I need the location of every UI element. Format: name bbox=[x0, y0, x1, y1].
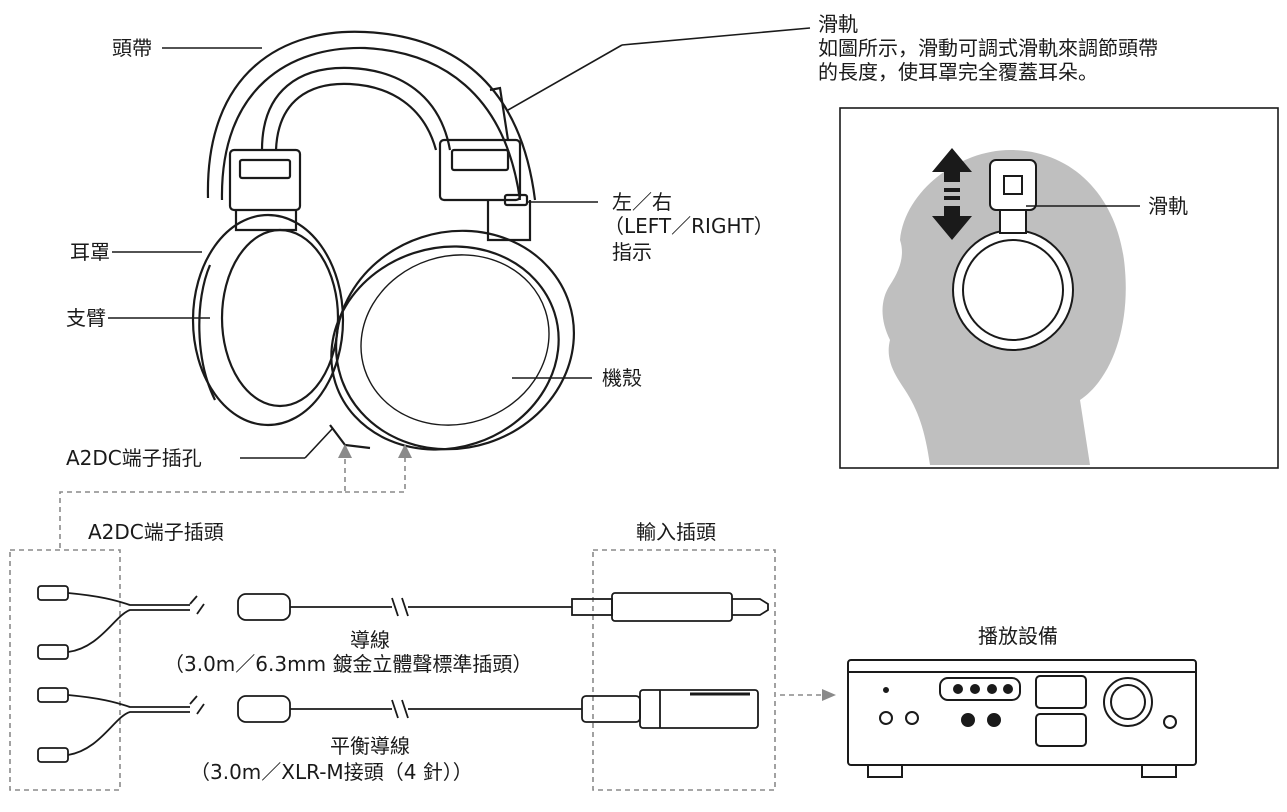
cable-standard bbox=[37, 585, 769, 660]
label-slider-title: 滑軌 bbox=[818, 12, 858, 36]
label-lr-line3: 指示 bbox=[612, 240, 652, 264]
label-cable-balanced-spec: （3.0m／XLR-M接頭（4 針）） bbox=[190, 760, 473, 784]
headphones-illustration bbox=[191, 30, 576, 451]
label-housing: 機殼 bbox=[602, 366, 642, 390]
label-cable-standard: 導線 bbox=[350, 628, 390, 652]
playback-device bbox=[847, 659, 1197, 778]
leader-lines bbox=[108, 27, 811, 459]
label-slider-inset: 滑軌 bbox=[1148, 194, 1188, 218]
label-lr-line2: （LEFT／RIGHT） bbox=[604, 214, 774, 238]
cable-balanced bbox=[37, 687, 759, 763]
label-headband: 頭帶 bbox=[112, 36, 152, 60]
label-arm: 支臂 bbox=[66, 306, 106, 330]
label-a2dc-plug: A2DC端子插頭 bbox=[88, 520, 224, 544]
label-lr-line1: 左／右 bbox=[612, 190, 672, 214]
label-cable-standard-spec: （3.0m／6.3mm 鍍金立體聲標準插頭） bbox=[164, 652, 533, 676]
label-a2dc-jack: A2DC端子插孔 bbox=[66, 446, 202, 470]
slider-description-line2: 的長度，使耳罩完全覆蓋耳朵。 bbox=[818, 60, 1098, 84]
label-input-plug: 輸入插頭 bbox=[636, 520, 716, 544]
dashed-connectors bbox=[9, 455, 825, 791]
label-earpad: 耳罩 bbox=[70, 240, 110, 264]
slider-description-line1: 如圖所示，滑動可調式滑軌來調節頭帶 bbox=[818, 36, 1158, 60]
slider-inset bbox=[839, 107, 1279, 469]
label-playback-device: 播放設備 bbox=[978, 624, 1058, 648]
label-cable-balanced: 平衡導線 bbox=[330, 734, 410, 758]
arrow-heads bbox=[338, 444, 836, 701]
